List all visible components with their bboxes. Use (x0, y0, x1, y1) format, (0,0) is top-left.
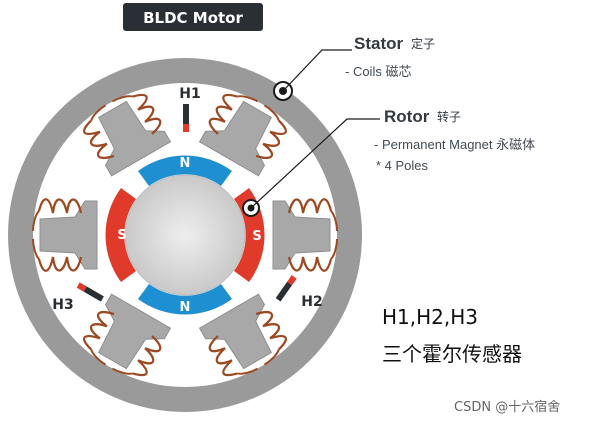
stator-sub: - Coils 磁芯 (345, 64, 411, 79)
magnet-north-top (138, 155, 232, 186)
stator-title: Stator (354, 34, 404, 53)
rotor (105, 155, 265, 315)
pole-label-n-bottom: N (180, 300, 191, 315)
sensor-h3-label: H3 (52, 297, 73, 313)
rotor-sub2: * 4 Poles (376, 158, 429, 173)
sensor-h1-tip (183, 124, 189, 132)
pole-label-n-top: N (180, 156, 191, 171)
caption-line2: 三个霍尔传感器 (382, 342, 522, 366)
stator-cn: 定子 (411, 36, 435, 51)
title-text: BLDC Motor (143, 9, 243, 27)
pole-label-s-left: S (117, 228, 126, 243)
sensor-h1-label: H1 (179, 86, 200, 102)
stator-leader (282, 49, 352, 92)
watermark: CSDN @十六宿舍 (454, 399, 560, 415)
title-badge (123, 3, 263, 31)
magnet-south-left (105, 188, 136, 282)
rotor-cn: 转子 (437, 109, 461, 124)
rotor-title: Rotor (384, 107, 430, 126)
sensor-h1-body (183, 104, 189, 124)
rotor-core (124, 174, 246, 296)
sensor-h2 (275, 275, 297, 302)
sensor-h3 (76, 282, 104, 302)
rotor-leader (250, 118, 380, 209)
caption-line1: H1,H2,H3 (382, 305, 478, 329)
magnet-north-bottom (138, 284, 232, 315)
rotor-sub1: - Permanent Magnet 永磁体 (374, 137, 535, 152)
pole-label-s-right: S (252, 229, 261, 244)
sensor-h2-label: H2 (301, 294, 322, 310)
